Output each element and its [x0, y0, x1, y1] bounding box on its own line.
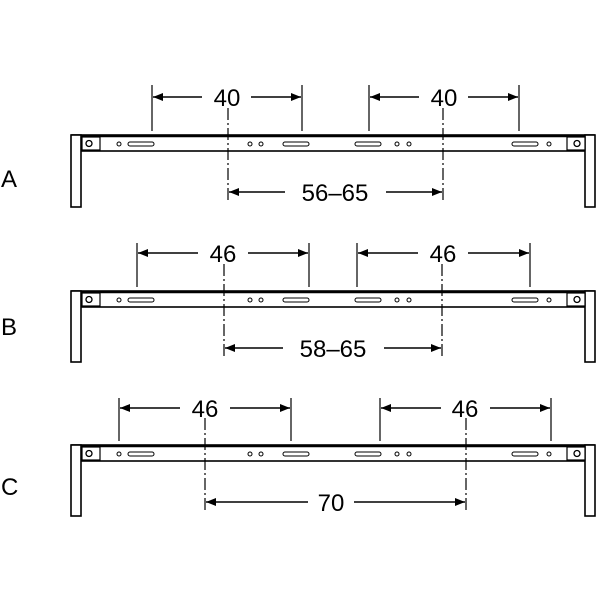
dimension-label: 40 — [431, 85, 458, 112]
dimension-label: 46 — [210, 241, 237, 268]
right-leg — [584, 134, 596, 208]
row-label-a: A — [1, 166, 17, 193]
dimension-left-a: 40 — [153, 85, 301, 112]
frame-c — [70, 444, 596, 517]
left-end-bracket — [81, 136, 101, 151]
row-c: C 46 — [1, 396, 596, 517]
dimension-right-b: 46 — [358, 241, 529, 268]
dimension-label: 46 — [192, 396, 219, 423]
frame-rail — [71, 444, 595, 462]
dimension-right-a: 40 — [370, 85, 518, 112]
dimension-label: 46 — [430, 241, 457, 268]
right-leg — [584, 444, 596, 517]
left-leg — [70, 444, 82, 517]
dimension-center-b: 58–65 — [225, 336, 441, 363]
right-end-bracket — [566, 446, 586, 461]
dimension-left-c: 46 — [120, 396, 290, 423]
left-leg — [70, 134, 82, 208]
right-end-bracket — [566, 292, 586, 307]
dimension-center-a: 56–65 — [229, 180, 442, 207]
frame-rail — [71, 290, 595, 308]
right-end-bracket — [566, 136, 586, 151]
dimension-center-c: 70 — [206, 490, 465, 517]
dimension-label: 56–65 — [302, 180, 369, 207]
frame-a — [70, 134, 596, 208]
dimension-left-b: 46 — [138, 241, 308, 268]
frame-rail — [71, 134, 595, 152]
left-leg — [70, 290, 82, 363]
row-label-b: B — [1, 314, 17, 341]
row-label-c: C — [1, 474, 18, 501]
row-b: B 46 — [1, 241, 596, 363]
right-leg — [584, 290, 596, 363]
dimension-label: 46 — [452, 396, 479, 423]
left-end-bracket — [81, 446, 101, 461]
row-a: A — [1, 85, 596, 208]
left-end-bracket — [81, 292, 101, 307]
dimension-label: 40 — [214, 85, 241, 112]
frame-b — [70, 290, 596, 363]
dimension-right-c: 46 — [381, 396, 550, 423]
dimension-label: 58–65 — [300, 336, 367, 363]
dimension-label: 70 — [318, 490, 345, 517]
